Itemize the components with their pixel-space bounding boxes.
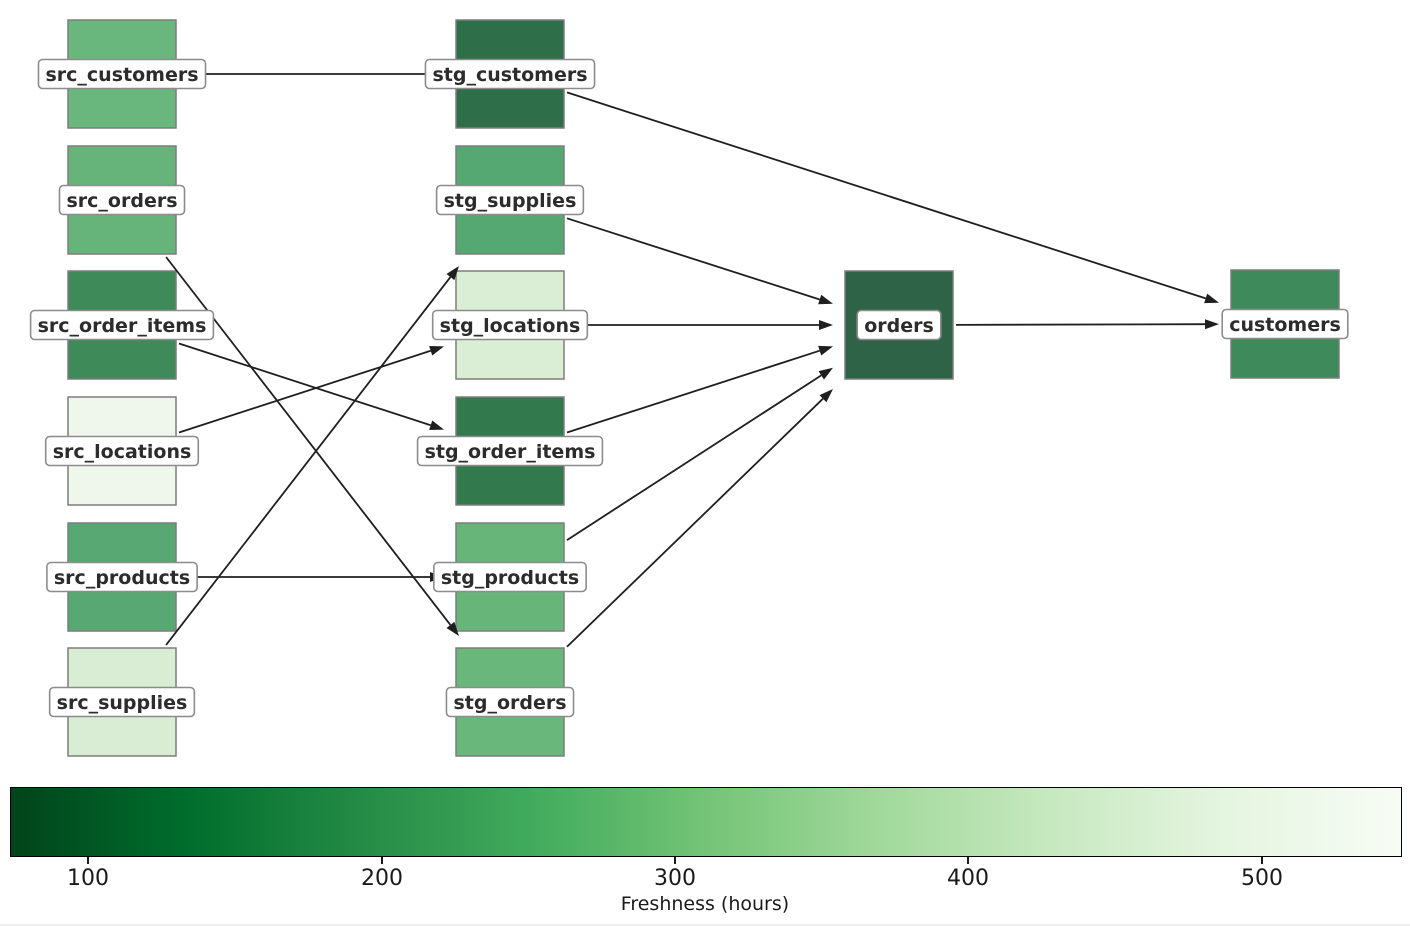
node-label-customers: customers [1221,308,1349,340]
edge-stg_products-to-orders [566,374,822,541]
node-label-stg_customers: stg_customers [424,58,596,90]
node-label-stg_locations: stg_locations [431,309,589,341]
freshness-colorbar [10,787,1402,857]
node-label-src_locations: src_locations [44,435,200,467]
colorbar-tick-label-300: 300 [654,866,696,891]
node-label-text-src_supplies: src_supplies [57,692,188,714]
node-label-box-stg_supplies [435,184,585,216]
colorbar-tick-mark-400 [967,857,969,864]
edge-src_order_items-to-stg_order_items [178,342,431,427]
node-label-text-customers: customers [1229,314,1341,336]
node-label-text-src_products: src_products [54,567,190,589]
node-label-box-stg_products [433,561,587,593]
edge-src_supplies-to-stg_supplies [165,276,452,646]
node-label-src_customers: src_customers [37,58,207,90]
node-label-box-src_products [46,561,198,593]
edge-src_locations-to-stg_locations [178,349,431,434]
node-label-box-stg_locations [431,309,589,341]
arrowhead-orders-to-customers [1204,319,1219,330]
edge-stg_customers-to-customers [566,91,1206,300]
node-label-box-orders [856,309,942,341]
arrowhead-src_orders-to-stg_orders [446,621,459,636]
node-label-stg_supplies: stg_supplies [435,184,585,216]
node-label-stg_order_items: stg_order_items [416,435,604,467]
node-label-box-src_supplies [48,686,196,718]
arrowhead-src_supplies-to-stg_supplies [446,266,459,281]
node-label-text-stg_locations: stg_locations [440,315,581,337]
node-label-text-stg_customers: stg_customers [432,64,587,86]
dag-graph: src_customers src_orders src_order_itemssr… [29,19,1349,757]
node-label-box-src_order_items [29,309,215,341]
node-label-text-stg_order_items: stg_order_items [425,441,596,463]
edge-stg_supplies-to-orders [566,217,820,301]
node-label-src_order_items: src_order_items [29,309,215,341]
node-label-orders: orders [856,309,942,341]
node-label-box-stg_customers [424,58,596,90]
colorbar-tick-mark-100 [87,857,89,864]
node-label-box-src_customers [37,58,207,90]
node-label-text-stg_orders: stg_orders [453,692,566,714]
node-label-box-src_locations [44,435,200,467]
bottom-edge-strip [0,924,1410,926]
arrowhead-stg_order_items-to-orders [818,345,833,356]
node-label-box-src_orders [58,184,186,216]
node-label-box-stg_orders [445,686,575,718]
arrowhead-stg_supplies-to-orders [818,294,833,305]
colorbar-tick-label-500: 500 [1241,866,1283,891]
colorbar-tick-label-400: 400 [947,866,989,891]
node-label-text-src_order_items: src_order_items [38,315,207,337]
node-label-src_orders: src_orders [58,184,186,216]
node-label-box-customers [1221,308,1349,340]
node-label-text-orders: orders [864,315,934,337]
arrowhead-stg_locations-to-orders [819,320,833,330]
colorbar-tick-mark-200 [381,857,383,864]
arrowhead-stg_customers-to-customers [1204,293,1219,304]
node-label-box-stg_order_items [416,435,604,467]
arrowhead-stg_orders-to-orders [819,388,833,403]
node-label-text-src_customers: src_customers [45,64,198,86]
edge-stg_order_items-to-orders [566,349,820,434]
colorbar-tick-label-100: 100 [67,866,109,891]
node-label-stg_products: stg_products [433,561,587,593]
node-label-text-stg_products: stg_products [441,567,579,589]
arrowhead-src_locations-to-stg_locations [429,346,444,356]
edge-stg_orders-to-orders [566,398,824,648]
colorbar-tick-label-200: 200 [361,866,403,891]
node-label-src_products: src_products [46,561,198,593]
colorbar-axis-label: Freshness (hours) [620,893,790,915]
arrowhead-src_order_items-to-stg_order_items [429,420,444,430]
node-label-text-src_orders: src_orders [66,190,177,212]
node-label-text-stg_supplies: stg_supplies [444,190,577,212]
node-label-stg_orders: stg_orders [445,686,575,718]
colorbar-tick-mark-500 [1261,857,1263,864]
arrowhead-stg_products-to-orders [818,367,833,380]
edge-orders-to-customers [955,323,1206,326]
colorbar-tick-mark-300 [674,857,676,864]
node-label-src_supplies: src_supplies [48,686,196,718]
node-label-text-src_locations: src_locations [53,441,192,463]
